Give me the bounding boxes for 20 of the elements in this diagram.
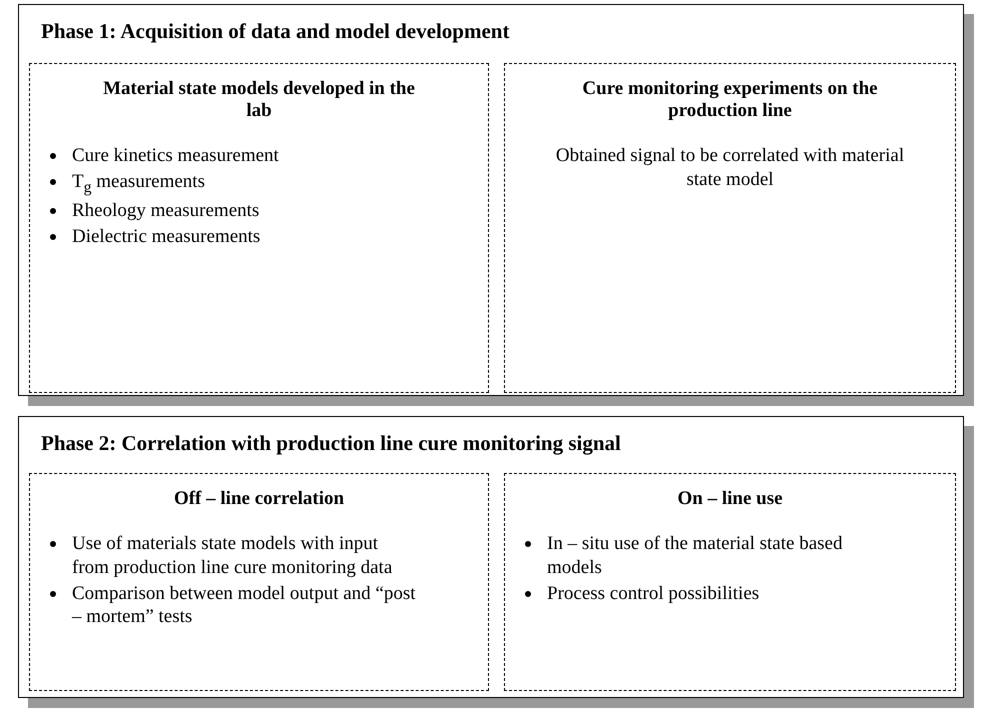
bullet-item: Rheology measurements xyxy=(72,200,260,222)
bullet-item: Use of materials state models with input from production line cure monitoring data xyxy=(72,533,392,578)
dashed-panel xyxy=(29,63,489,393)
bullet-item: Process control possibilities xyxy=(547,582,760,604)
bullet-item: Comparison between model output and “post – mortem” tests xyxy=(72,582,416,628)
section-heading: Material state models developed in the lab xyxy=(102,78,416,122)
section-heading: Cure monitoring experiments on the production line xyxy=(581,78,879,122)
section-heading: Off – line correlation xyxy=(172,488,346,510)
phase-title: Phase 2: Correlation with production line cure monitoring signal xyxy=(41,431,621,456)
bullet-item: Cure kinetics measurement xyxy=(72,145,279,166)
phase-title: Phase 1: Acquisition of data and model development xyxy=(41,19,510,44)
section-heading: On – line use xyxy=(676,488,784,510)
dashed-panel xyxy=(29,473,489,691)
phase-panel xyxy=(18,416,964,698)
paragraph: Obtained signal to be correlated with material state model xyxy=(555,144,905,192)
bullet-item: In – situ use of the material state based models xyxy=(547,533,842,578)
dashed-panel xyxy=(504,473,956,691)
bullet-item: Dielectric measurements xyxy=(72,226,260,248)
dashed-panel xyxy=(504,63,956,393)
phase-panel xyxy=(18,4,964,396)
